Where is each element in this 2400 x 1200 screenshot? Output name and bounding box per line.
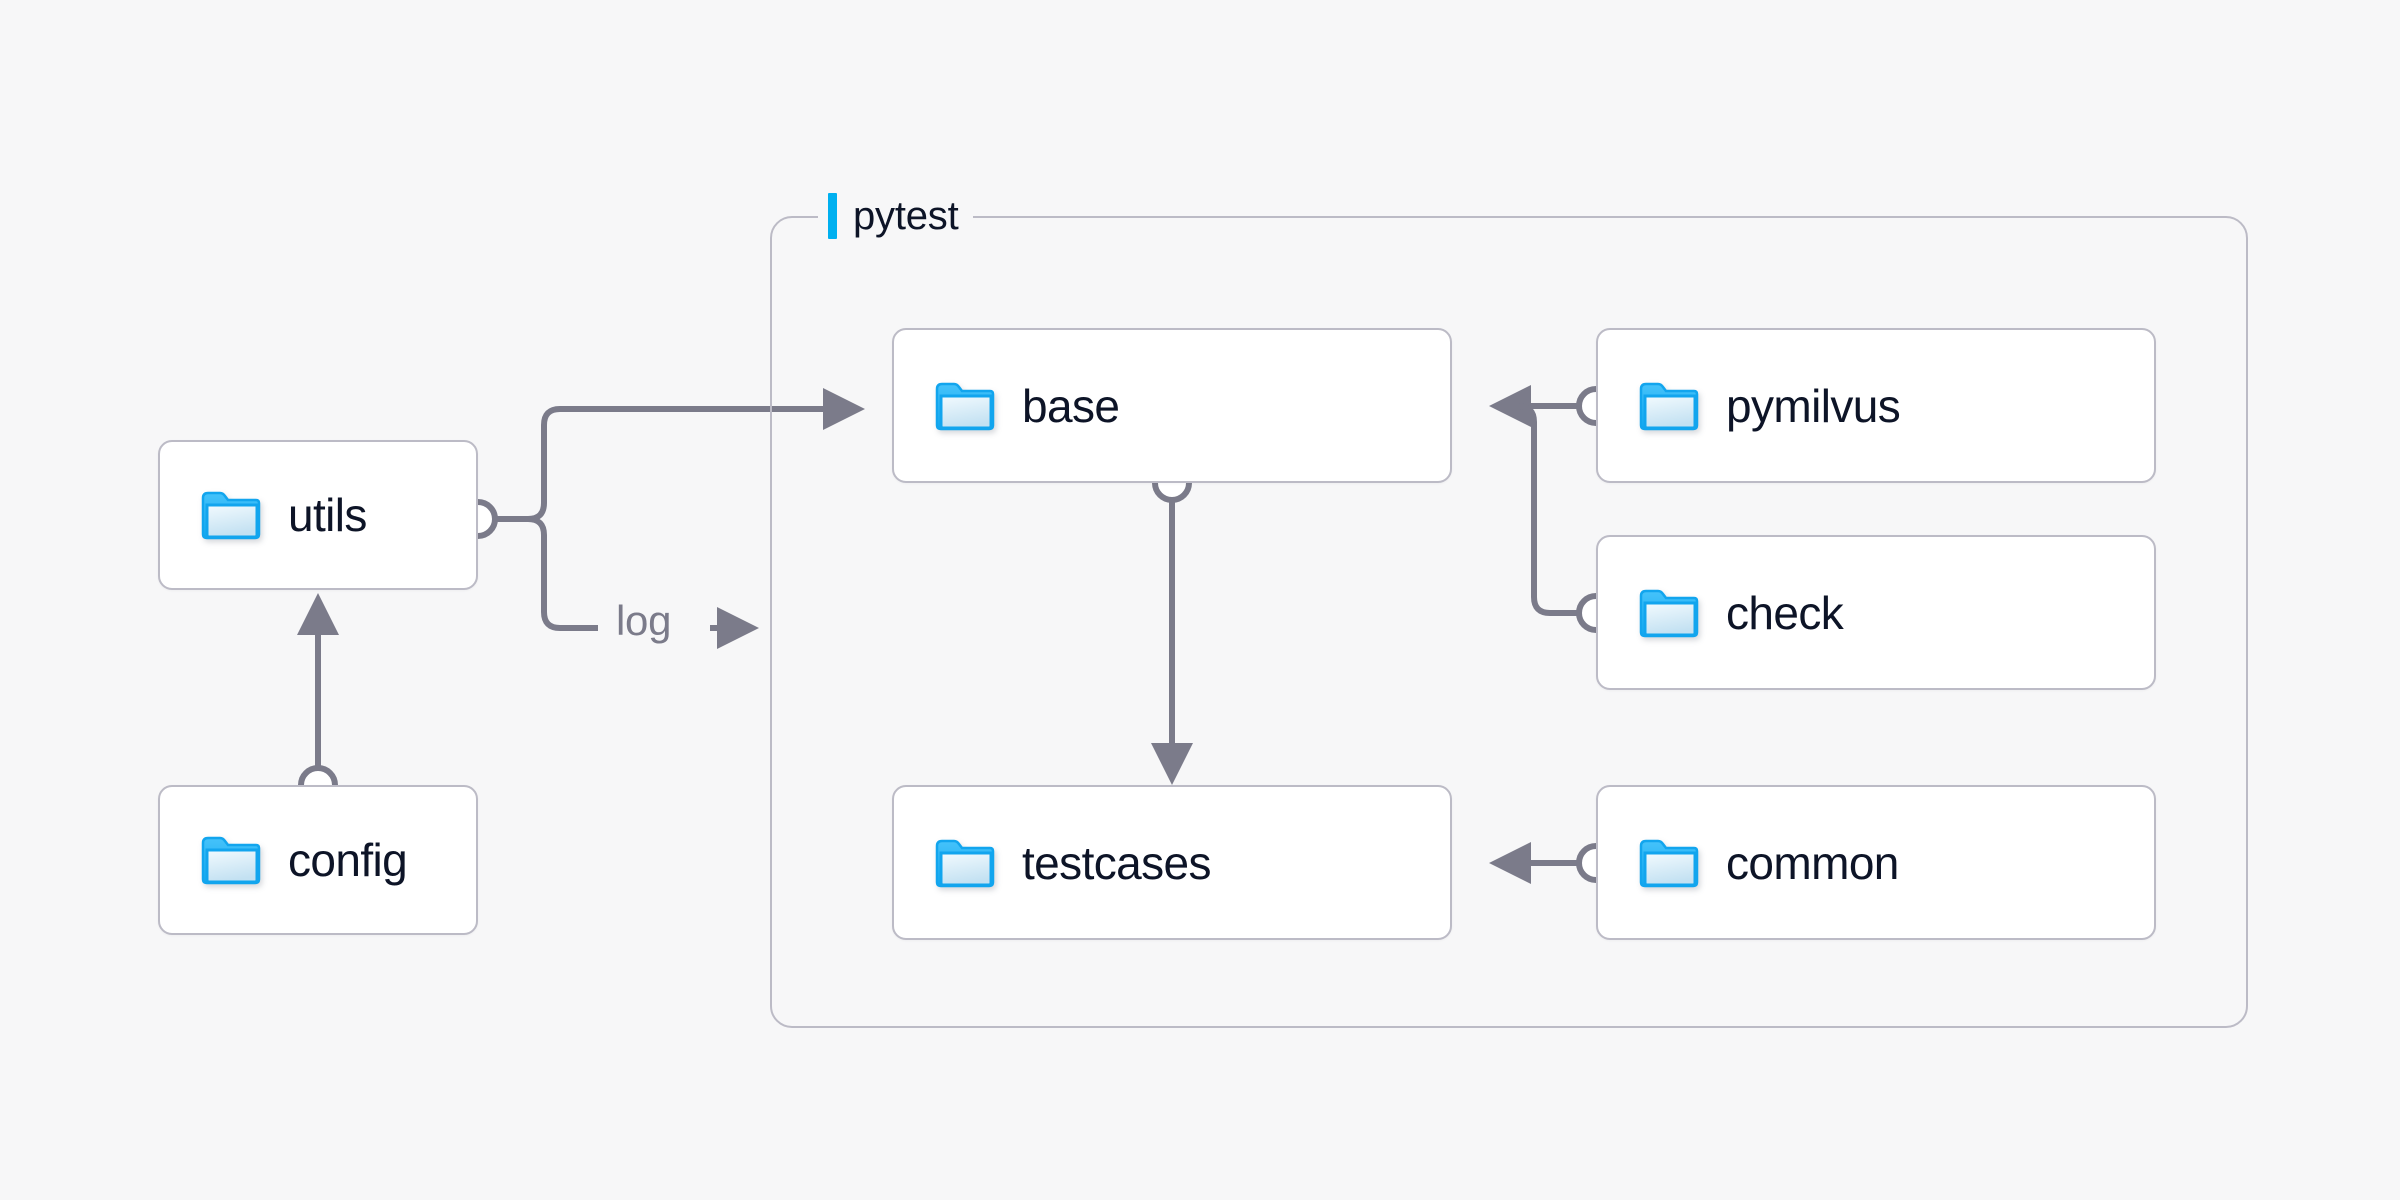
folder-icon: [1639, 589, 1699, 637]
node-check[interactable]: check: [1596, 535, 2156, 690]
edge-label-log: log: [608, 600, 680, 642]
node-common[interactable]: common: [1596, 785, 2156, 940]
node-label-base: base: [1022, 379, 1120, 432]
group-accent-bar: [828, 193, 837, 239]
pytest-group-label: pytest: [818, 188, 973, 244]
node-utils[interactable]: utils: [158, 440, 478, 590]
node-base[interactable]: base: [892, 328, 1452, 483]
folder-icon: [935, 382, 995, 430]
folder-icon: [1639, 839, 1699, 887]
node-label-common: common: [1726, 836, 1899, 889]
folder-icon: [201, 836, 261, 885]
edge-config-to-utils: [297, 593, 339, 805]
node-label-pymilvus: pymilvus: [1726, 379, 1901, 432]
folder-icon: [1639, 382, 1699, 430]
node-config[interactable]: config: [158, 785, 478, 935]
node-label-testcases: testcases: [1022, 836, 1212, 889]
node-testcases[interactable]: testcases: [892, 785, 1452, 940]
group-label-text: pytest: [853, 193, 959, 238]
folder-icon: [935, 839, 995, 887]
node-label-utils: utils: [288, 489, 367, 541]
pytest-group-container[interactable]: [770, 216, 2248, 1028]
node-pymilvus[interactable]: pymilvus: [1596, 328, 2156, 483]
node-label-config: config: [288, 834, 408, 886]
folder-icon: [201, 491, 261, 540]
node-label-check: check: [1726, 586, 1844, 639]
